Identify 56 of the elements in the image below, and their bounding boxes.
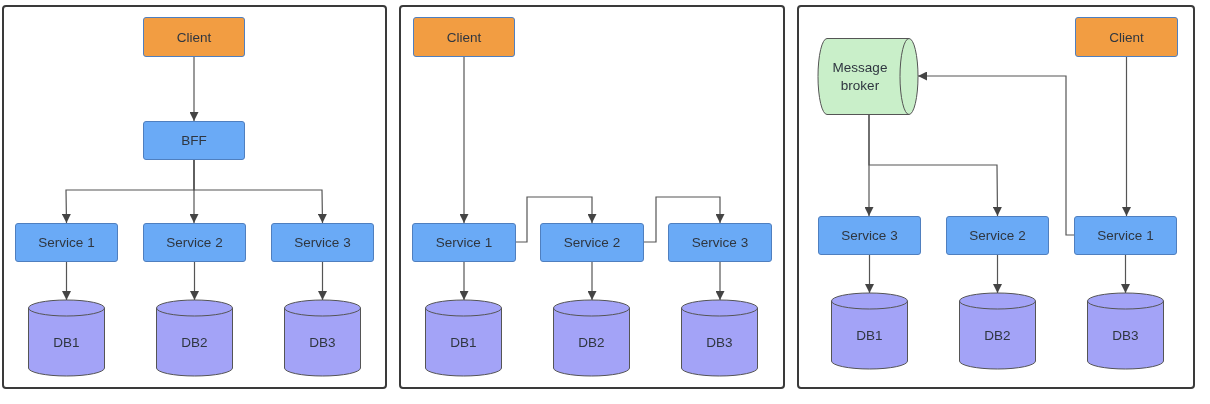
service-box	[946, 216, 1049, 255]
diagram-panel	[399, 5, 785, 389]
node-label: BFF	[181, 133, 207, 148]
arrow	[1122, 56, 1131, 217]
node-label: Service 3	[691, 235, 749, 250]
arrow	[190, 261, 199, 301]
node-label: Service 3	[294, 235, 351, 250]
arrow	[1121, 254, 1130, 294]
node-label: DB3	[706, 334, 733, 352]
client-box	[413, 17, 515, 57]
node-label: Service 2	[166, 235, 223, 250]
arrow	[318, 261, 327, 301]
arrow	[865, 254, 874, 294]
service-box	[15, 223, 118, 262]
node-label: Service 3	[841, 228, 898, 243]
node-label: Service 1	[38, 235, 95, 250]
arrow	[868, 114, 1002, 217]
service-box	[271, 223, 374, 262]
arrow	[62, 261, 71, 301]
arrow	[459, 261, 469, 301]
service-box	[818, 216, 921, 255]
client-box	[143, 17, 245, 57]
node-label: Client	[446, 29, 482, 45]
node-label: DB1	[450, 334, 477, 352]
client-box	[1075, 17, 1178, 57]
diagram-panel	[797, 5, 1195, 389]
node-label: Service 1	[1097, 228, 1154, 243]
arrow	[459, 56, 469, 224]
node-label: Service 1	[435, 235, 493, 250]
node-label: Message broker	[831, 58, 889, 95]
service-box	[412, 223, 516, 262]
arrow	[189, 56, 199, 122]
diagram-panel	[2, 5, 387, 389]
node-label: DB1	[53, 334, 80, 352]
arrow	[515, 196, 597, 243]
service-box	[143, 121, 245, 160]
service-box	[143, 223, 246, 262]
node-label: DB2	[984, 327, 1011, 345]
arrow	[715, 261, 725, 301]
node-label: DB3	[309, 334, 336, 352]
node-label: DB2	[578, 334, 605, 352]
node-label: Client	[1109, 29, 1144, 45]
node-label: DB2	[181, 334, 208, 352]
node-label: DB1	[856, 327, 883, 345]
node-label: Service 2	[563, 235, 621, 250]
arrow	[993, 254, 1002, 294]
arrow	[643, 196, 725, 243]
node-label: DB3	[1112, 327, 1139, 345]
arrow	[917, 71, 1075, 236]
service-box	[540, 223, 644, 262]
arrow	[587, 261, 597, 301]
service-box	[668, 223, 772, 262]
arrow	[193, 159, 327, 224]
node-label: Service 2	[969, 228, 1026, 243]
node-label: Client	[176, 29, 212, 45]
service-box	[1074, 216, 1177, 255]
